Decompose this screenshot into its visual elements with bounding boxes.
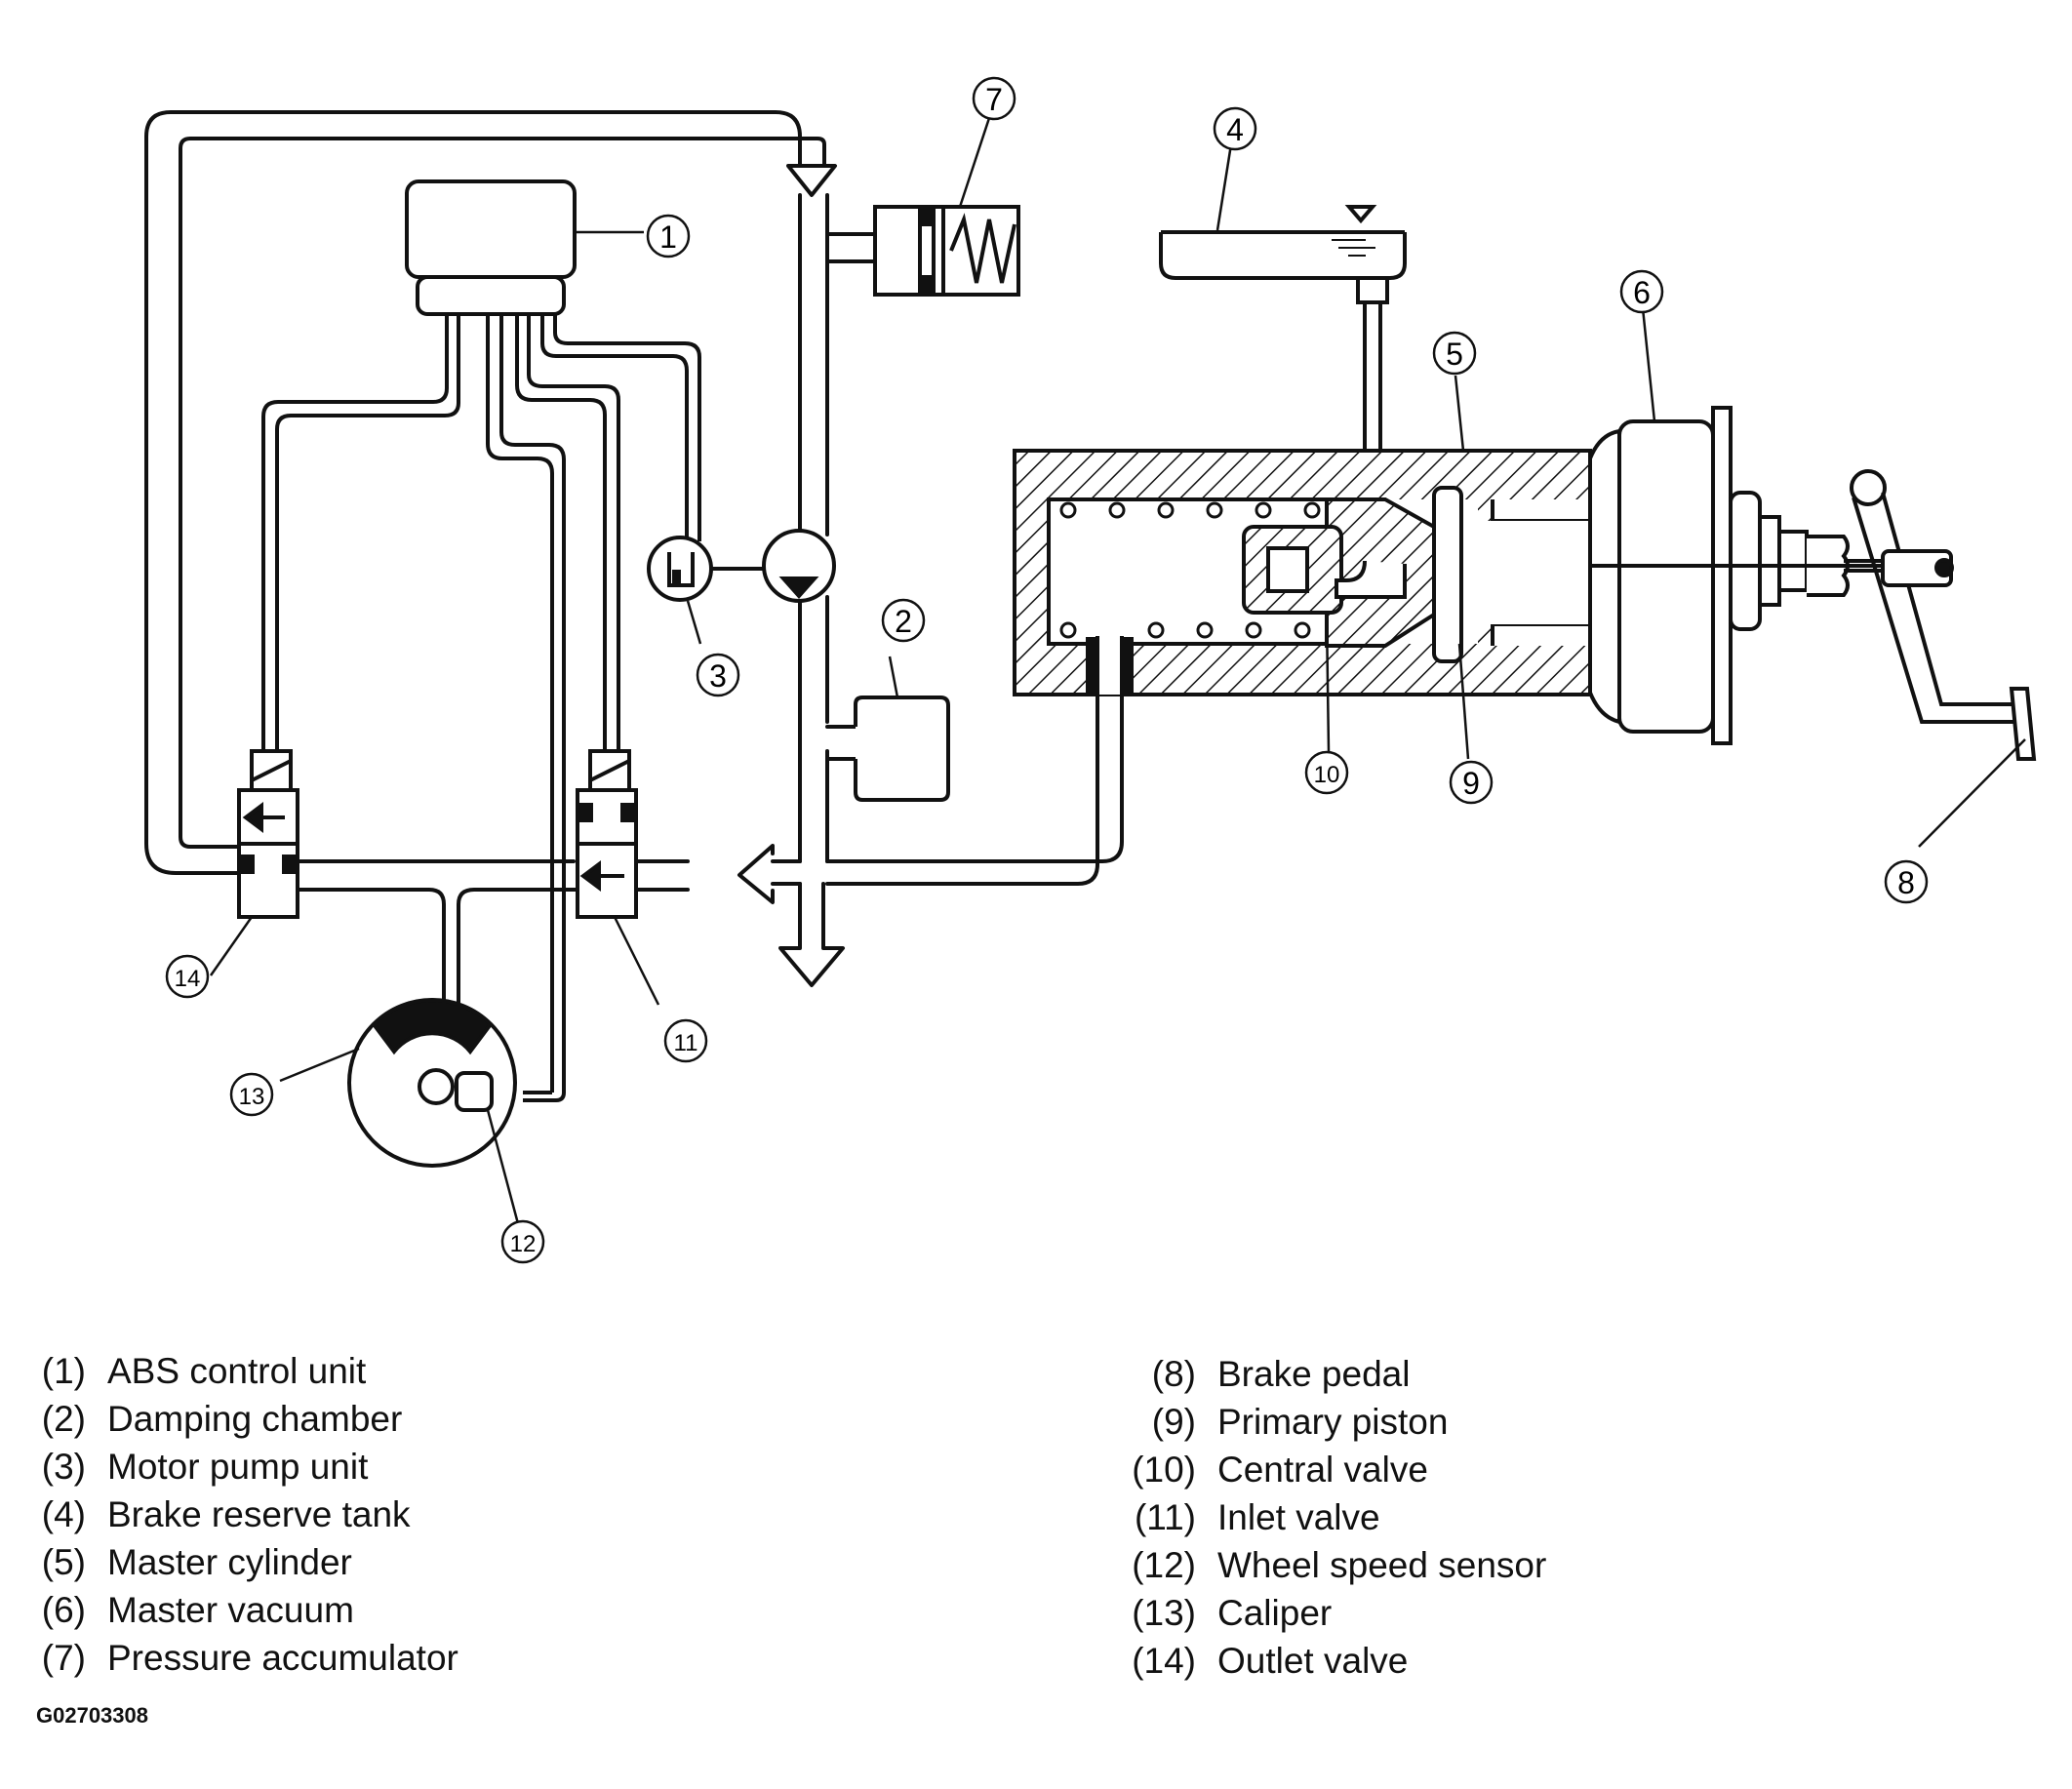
callout-8: 8 bbox=[1884, 859, 1929, 904]
svg-text:3: 3 bbox=[709, 658, 727, 694]
callout-6: 6 bbox=[1619, 269, 1664, 314]
control-wires bbox=[261, 314, 701, 1102]
caliper-wheel bbox=[347, 998, 517, 1168]
legend-item: (6)Master vacuum bbox=[41, 1590, 354, 1630]
legend-right: (8)Brake pedal (9)Primary piston (10)Cen… bbox=[1122, 1350, 1546, 1685]
legend-item: (12)Wheel speed sensor bbox=[1132, 1545, 1547, 1585]
legend-left: (1)ABS control unit (2)Damping chamber (… bbox=[35, 1347, 458, 1682]
legend-item: (13)Caliper bbox=[1132, 1593, 1333, 1633]
svg-text:12: 12 bbox=[510, 1231, 537, 1257]
svg-text:1: 1 bbox=[659, 219, 677, 255]
abs-control-unit bbox=[405, 179, 577, 316]
figure-code: G02703308 bbox=[36, 1703, 148, 1728]
inlet-valve bbox=[576, 749, 638, 919]
brake-pedal bbox=[1850, 469, 2037, 761]
legend-item: (8)Brake pedal bbox=[1151, 1354, 1411, 1394]
legend-item: (1)ABS control unit bbox=[41, 1351, 367, 1391]
legend-item: (2)Damping chamber bbox=[41, 1399, 403, 1439]
svg-text:9: 9 bbox=[1462, 766, 1480, 801]
master-vacuum bbox=[1588, 406, 1883, 745]
svg-text:5: 5 bbox=[1446, 337, 1463, 372]
callout-9: 9 bbox=[1449, 760, 1494, 805]
callout-4: 4 bbox=[1213, 106, 1257, 151]
svg-text:6: 6 bbox=[1633, 275, 1651, 310]
svg-text:8: 8 bbox=[1897, 865, 1915, 900]
svg-text:13: 13 bbox=[239, 1084, 265, 1110]
legend-item: (9)Primary piston bbox=[1151, 1402, 1449, 1442]
main-vertical-line bbox=[778, 193, 845, 987]
callout-2: 2 bbox=[881, 598, 926, 643]
svg-text:4: 4 bbox=[1226, 112, 1244, 147]
callout-7: 7 bbox=[972, 76, 1016, 121]
svg-text:2: 2 bbox=[895, 604, 912, 639]
motor-pump-unit bbox=[647, 529, 836, 603]
callout-11: 11 bbox=[663, 1018, 708, 1063]
svg-text:7: 7 bbox=[985, 82, 1003, 117]
callout-1: 1 bbox=[646, 214, 691, 258]
return-line bbox=[144, 110, 837, 875]
pressure-accumulator bbox=[873, 205, 1020, 297]
legend-item: (3)Motor pump unit bbox=[41, 1447, 369, 1487]
callout-13: 13 bbox=[229, 1072, 274, 1117]
callouts: 1 2 3 4 5 6 7 8 9 10 11 12 13 14 bbox=[165, 76, 1929, 1264]
callout-10: 10 bbox=[1304, 750, 1349, 795]
svg-text:14: 14 bbox=[175, 966, 201, 992]
outlet-valve bbox=[237, 749, 299, 919]
legend-item: (4)Brake reserve tank bbox=[41, 1494, 411, 1534]
callout-12: 12 bbox=[500, 1219, 545, 1264]
callout-5: 5 bbox=[1432, 331, 1477, 376]
svg-text:11: 11 bbox=[674, 1030, 698, 1056]
master-cylinder bbox=[1013, 449, 1592, 696]
damping-chamber bbox=[854, 696, 950, 802]
callout-14: 14 bbox=[165, 954, 210, 999]
leader-lines bbox=[209, 111, 2026, 1232]
cylinder-feed-line bbox=[825, 630, 1124, 886]
svg-text:10: 10 bbox=[1314, 762, 1340, 788]
legend-item: (14)Outlet valve bbox=[1132, 1641, 1409, 1681]
callout-3: 3 bbox=[696, 653, 740, 697]
legend-item: (7)Pressure accumulator bbox=[41, 1638, 458, 1678]
wheel-branch-line bbox=[296, 844, 802, 1002]
legend-item: (5)Master cylinder bbox=[41, 1542, 352, 1582]
legend-item: (11)Inlet valve bbox=[1134, 1497, 1380, 1537]
legend-item: (10)Central valve bbox=[1132, 1450, 1428, 1490]
